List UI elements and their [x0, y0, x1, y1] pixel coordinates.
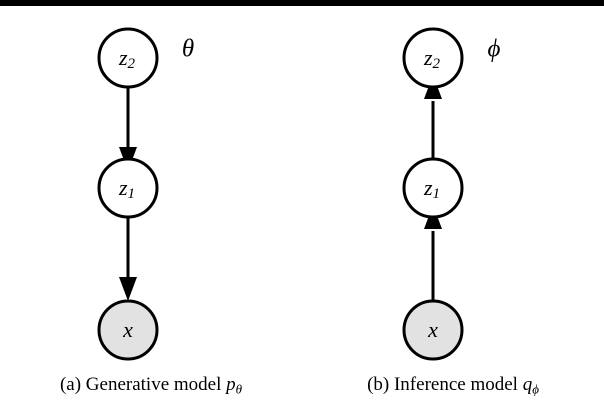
caption-b-text: (b) Inference model [367, 374, 523, 395]
arrowhead-down-x [119, 277, 137, 301]
node-circle-x [402, 299, 464, 361]
caption-a-text: (a) Generative model [59, 374, 227, 395]
node-label-z2: z2 [423, 45, 441, 72]
edge-z1-to-z2 [424, 75, 442, 171]
inference-model-graph: z2 z1 x ϕ [402, 27, 501, 361]
panel-inference-model: z2 z1 x ϕ (b) Inference model qϕ [302, 6, 604, 402]
node-circle-x [97, 299, 159, 361]
top-black-bar [0, 0, 604, 6]
node-circle-z1 [402, 157, 464, 219]
node-label-z1: z1 [118, 175, 135, 202]
parameter-symbol-theta: θ [182, 36, 194, 63]
caption-a-symbol: p [226, 374, 236, 395]
node-z1[interactable]: z1 [97, 157, 159, 219]
node-label-z2: z2 [118, 45, 136, 72]
node-z2[interactable]: z2 [97, 27, 159, 89]
edge-z1-to-x [119, 217, 137, 301]
node-z1[interactable]: z1 [402, 157, 464, 219]
panel-generative-model: z2 z1 x θ (a) Generative model pθ [0, 6, 302, 402]
node-label-x: x [122, 317, 133, 342]
caption-b-symbol: q [522, 374, 533, 395]
caption-a-subscript: θ [235, 381, 243, 397]
node-z2[interactable]: z2 [402, 27, 464, 89]
node-label-z1: z1 [423, 175, 440, 202]
caption-generative-model: (a) Generative model pθ [0, 374, 302, 398]
node-circle-z1 [97, 157, 159, 219]
caption-inference-model: (b) Inference model qϕ [302, 374, 604, 398]
node-x[interactable]: x [402, 299, 464, 361]
node-circle-z2 [97, 27, 159, 89]
node-circle-z2 [402, 27, 464, 89]
node-label-x: x [427, 317, 438, 342]
caption-b-subscript: ϕ [532, 381, 539, 397]
generative-model-graph: z2 z1 x θ [97, 27, 194, 361]
node-x[interactable]: x [97, 299, 159, 361]
parameter-symbol-phi: ϕ [488, 36, 501, 63]
edge-x-to-z1 [424, 205, 442, 301]
